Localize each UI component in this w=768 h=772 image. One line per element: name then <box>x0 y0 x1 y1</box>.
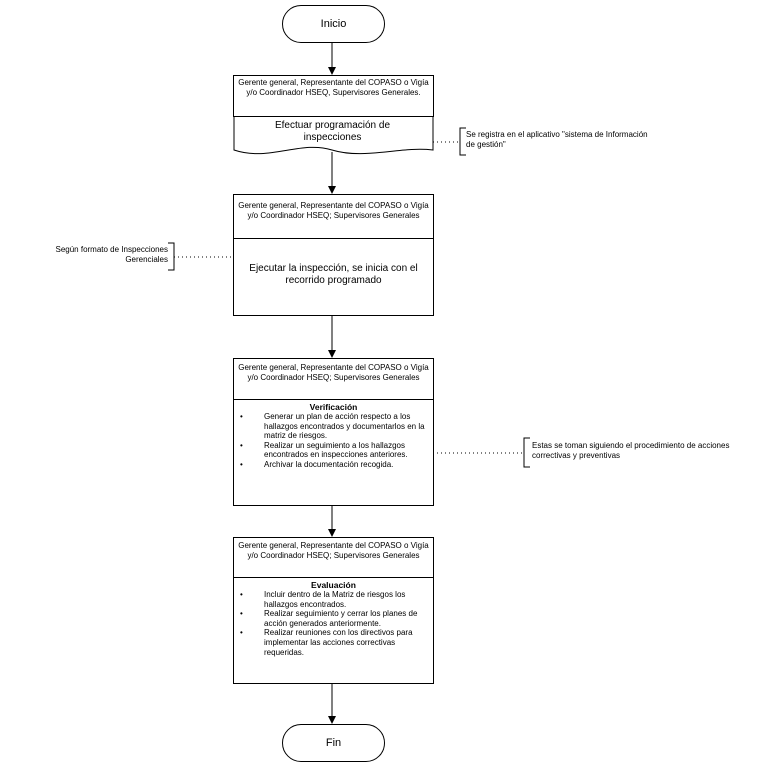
step-1-role: Gerente general, Representante del COPAS… <box>234 76 433 117</box>
note-formato-inspecciones: Según formato de Inspecciones Gerenciale… <box>55 245 168 264</box>
step-1-box: Gerente general, Representante del COPAS… <box>233 75 434 117</box>
step-3-item: Generar un plan de acción respecto a los… <box>240 412 427 441</box>
step-1-task: Efectuar programación de inspecciones <box>274 120 391 143</box>
step-3-item: Realizar un seguimiento a los hallazgos … <box>240 441 427 460</box>
end-terminal: Fin <box>282 724 385 762</box>
note3-bracket <box>523 437 530 468</box>
step-3-item: Archivar la documentación recogida. <box>240 460 427 470</box>
step-4-title: Evaluación <box>311 580 356 590</box>
step-4-item: Realizar seguimiento y cerrar los planes… <box>240 609 427 628</box>
step-4-role: Gerente general, Representante del COPAS… <box>234 538 433 578</box>
step-2-role: Gerente general, Representante del COPAS… <box>234 195 433 239</box>
step-3-role: Gerente general, Representante del COPAS… <box>234 359 433 400</box>
step-2-task: Ejecutar la inspección, se inicia con el… <box>249 263 418 286</box>
step-4-box: Gerente general, Representante del COPAS… <box>233 537 434 684</box>
note2-bracket <box>168 242 175 271</box>
note1-bracket <box>459 127 466 156</box>
step-3-box: Gerente general, Representante del COPAS… <box>233 358 434 506</box>
step-4-list: Incluir dentro de la Matriz de riesgos l… <box>234 590 433 657</box>
end-label: Fin <box>325 737 342 749</box>
step-4-item: Realizar reuniones con los directivos pa… <box>240 628 427 657</box>
step-3-list: Generar un plan de acción respecto a los… <box>234 412 433 470</box>
step-3-title: Verificación <box>309 402 358 412</box>
start-terminal: Inicio <box>282 5 385 43</box>
start-label: Inicio <box>320 18 347 30</box>
step-4-item: Incluir dentro de la Matriz de riesgos l… <box>240 590 427 609</box>
document-shape-wave <box>233 116 434 155</box>
step-2-box: Gerente general, Representante del COPAS… <box>233 194 434 316</box>
note-registro-aplicativo: Se registra en el aplicativo "sistema de… <box>466 130 648 149</box>
note-acciones-correctivas: Estas se toman siguiendo el procedimient… <box>532 441 730 460</box>
